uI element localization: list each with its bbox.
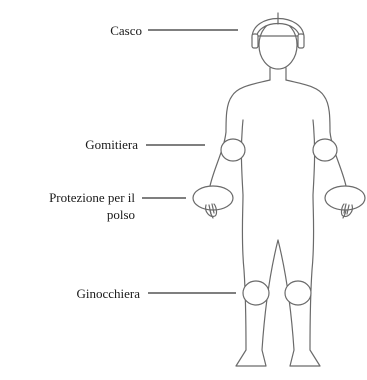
elbow-pad-right [313, 139, 337, 161]
head [259, 21, 297, 80]
helmet-icon [252, 13, 304, 48]
knee-pad-right [285, 281, 311, 305]
elbow-pad-left [221, 139, 245, 161]
knee-pad-left [243, 281, 269, 305]
body-outline [209, 80, 348, 366]
